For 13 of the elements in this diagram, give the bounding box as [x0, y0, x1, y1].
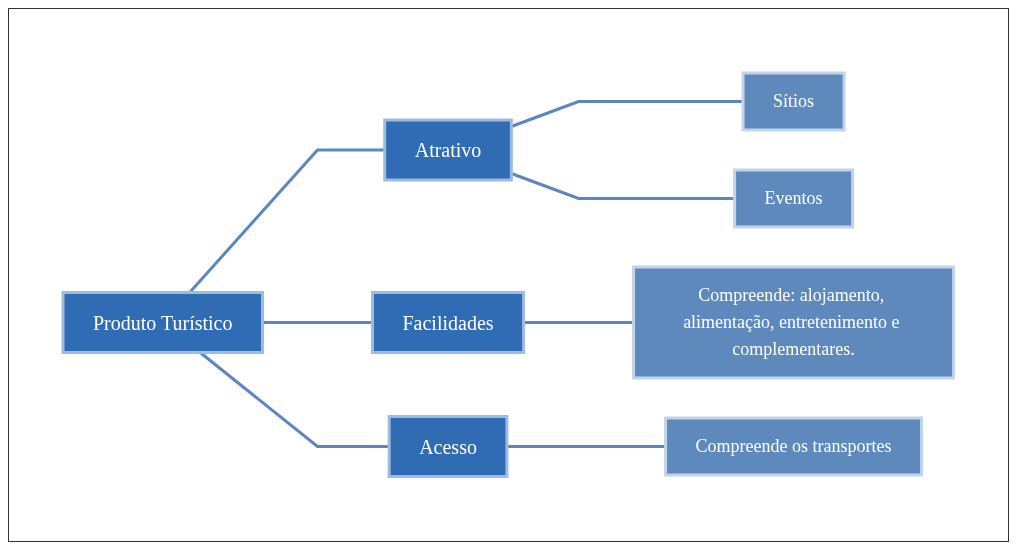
- node-box: Compreende os transportes: [664, 416, 924, 477]
- connector: [262, 321, 373, 325]
- node-box: Compreende: alojamento, alimentação, entretenimento e complementares.: [632, 265, 956, 380]
- connector: [507, 445, 666, 449]
- connector: [511, 100, 744, 129]
- node-box: Acesso: [387, 415, 509, 479]
- node-box: Atrativo: [383, 118, 514, 182]
- connector: [511, 172, 735, 201]
- node-box: Eventos: [733, 168, 855, 229]
- node-box: Produto Turístico: [61, 291, 265, 355]
- node-box: Sítios: [741, 71, 846, 132]
- connector: [523, 321, 634, 325]
- node-box: Facilidades: [371, 291, 526, 355]
